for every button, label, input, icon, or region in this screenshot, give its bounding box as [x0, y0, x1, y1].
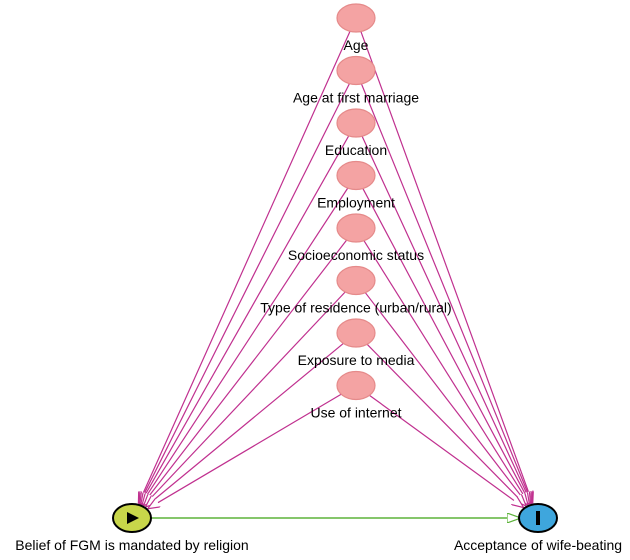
- confounder-arrow: [139, 83, 350, 503]
- confounder-node[interactable]: [336, 160, 376, 191]
- confounder-arrow: [149, 393, 342, 508]
- outcome-label: Acceptance of wife-beating: [454, 537, 622, 553]
- edges-layer: [139, 31, 533, 508]
- confounder-label: Employment: [317, 195, 395, 211]
- confounder-arrow: [360, 83, 531, 503]
- confounder-label: Exposure to media: [298, 352, 415, 368]
- confounder-arrow: [144, 291, 346, 505]
- confounder-arrow: [366, 343, 525, 505]
- confounder-label: Education: [325, 142, 387, 158]
- confounder-arrow: [146, 342, 344, 506]
- confounder-label: Age at first marriage: [293, 90, 419, 106]
- confounder-arrow: [360, 31, 532, 503]
- confounder-node[interactable]: [336, 265, 376, 296]
- confounder-node[interactable]: [336, 318, 376, 348]
- confounder-arrow: [143, 239, 348, 504]
- confounder-arrow: [362, 188, 530, 504]
- bar-icon: [536, 511, 540, 525]
- confounder-label: Use of internet: [310, 405, 401, 421]
- confounder-arrow: [369, 394, 523, 507]
- confounder-label: Type of residence (urban/rural): [260, 300, 451, 316]
- exposure-node[interactable]: [112, 503, 152, 533]
- confounder-arrow: [364, 292, 527, 504]
- confounder-label: Age: [344, 37, 369, 53]
- confounder-arrow: [141, 187, 349, 504]
- outcome-node[interactable]: [518, 503, 558, 533]
- confounder-node[interactable]: [336, 213, 376, 243]
- confounder-node[interactable]: [336, 3, 376, 33]
- confounder-arrow: [140, 135, 350, 503]
- confounder-arrow: [139, 31, 351, 503]
- confounder-arrow: [361, 136, 531, 503]
- confounder-node[interactable]: [336, 55, 376, 86]
- play-icon: [127, 512, 139, 524]
- exposure-label: Belief of FGM is mandated by religion: [15, 537, 248, 553]
- confounder-node[interactable]: [336, 370, 376, 401]
- confounder-node[interactable]: [336, 108, 376, 138]
- confounder-label: Socioeconomic status: [288, 247, 424, 263]
- confounder-arrow: [363, 240, 529, 504]
